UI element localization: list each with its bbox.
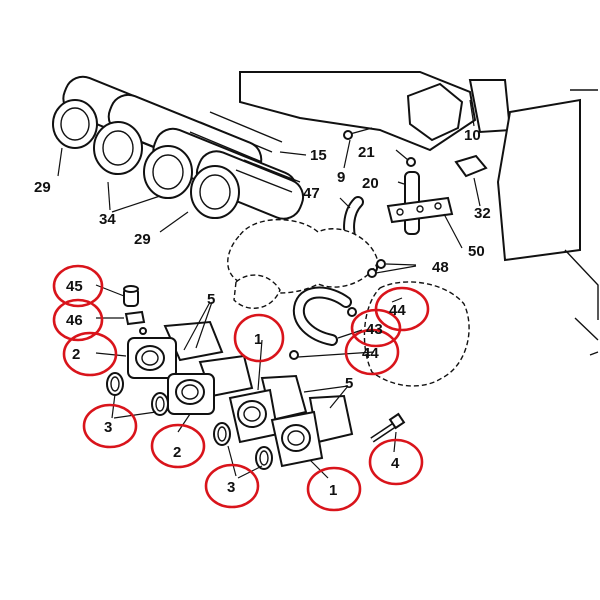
callout-45: 45 <box>66 278 83 295</box>
boot-row-front <box>190 150 305 220</box>
callout-2-mid: 2 <box>173 444 181 461</box>
callout-5-upper: 5 <box>207 291 215 308</box>
clips-48 <box>367 259 386 278</box>
highlight-43 <box>350 308 402 348</box>
highlight-3-left <box>82 403 138 449</box>
highlight-44-bottom <box>344 328 400 376</box>
callout-44-top: 44 <box>389 302 406 319</box>
callout-21: 21 <box>358 144 375 161</box>
callout-4: 4 <box>391 455 400 472</box>
callout-29-top: 29 <box>34 179 51 196</box>
callout-15: 15 <box>310 147 327 164</box>
cap-45 <box>123 285 139 307</box>
holder-50 <box>386 196 454 224</box>
highlight-45 <box>52 264 104 308</box>
bracket-32 <box>454 154 488 178</box>
clip-21 <box>406 157 416 167</box>
intake-boot-stack <box>52 75 305 220</box>
highlight-3-mid <box>204 463 260 509</box>
highlight-2-left <box>62 331 118 377</box>
callout-47: 47 <box>303 185 320 202</box>
highlight-circles <box>52 264 430 512</box>
clamp-46 <box>124 310 146 326</box>
clips-44 <box>289 307 357 360</box>
callout-48: 48 <box>432 259 449 276</box>
callout-labels: 29 34 29 15 9 10 21 20 47 32 50 48 45 46… <box>34 127 491 499</box>
callout-9: 9 <box>337 169 345 186</box>
highlight-1-bottom <box>306 466 362 512</box>
highlight-2-mid <box>150 423 206 469</box>
callout-29-bottom: 29 <box>134 231 151 248</box>
callout-1-top: 1 <box>254 331 262 348</box>
engine-outline <box>227 218 470 387</box>
callout-10: 10 <box>464 127 481 144</box>
carb-joint-1-upper <box>228 374 308 444</box>
highlight-4 <box>368 438 424 486</box>
callout-5-lower: 5 <box>345 375 353 392</box>
carb-joint-2-upper <box>127 320 224 379</box>
air-box-housing <box>239 71 599 356</box>
callout-20: 20 <box>362 175 379 192</box>
callout-44-bottom: 44 <box>362 345 379 362</box>
highlight-46 <box>52 298 104 342</box>
callout-43: 43 <box>366 321 383 338</box>
callout-32: 32 <box>474 205 491 222</box>
callout-46: 46 <box>66 312 83 329</box>
o-rings-3 <box>106 372 273 470</box>
callout-2-left: 2 <box>72 346 80 363</box>
callout-3-left: 3 <box>104 419 112 436</box>
callout-1-bottom: 1 <box>329 482 337 499</box>
hose-43 <box>292 286 352 346</box>
callout-34: 34 <box>99 211 116 228</box>
carb-joint-2-lower <box>167 354 254 415</box>
highlight-1-top <box>233 313 285 363</box>
bolt-4 <box>370 412 406 443</box>
carb-joint-1-lower <box>270 394 354 468</box>
callout-50: 50 <box>468 243 485 260</box>
bolt-9 <box>343 127 373 140</box>
leader-lines <box>57 99 481 479</box>
callout-3-mid: 3 <box>227 479 235 496</box>
